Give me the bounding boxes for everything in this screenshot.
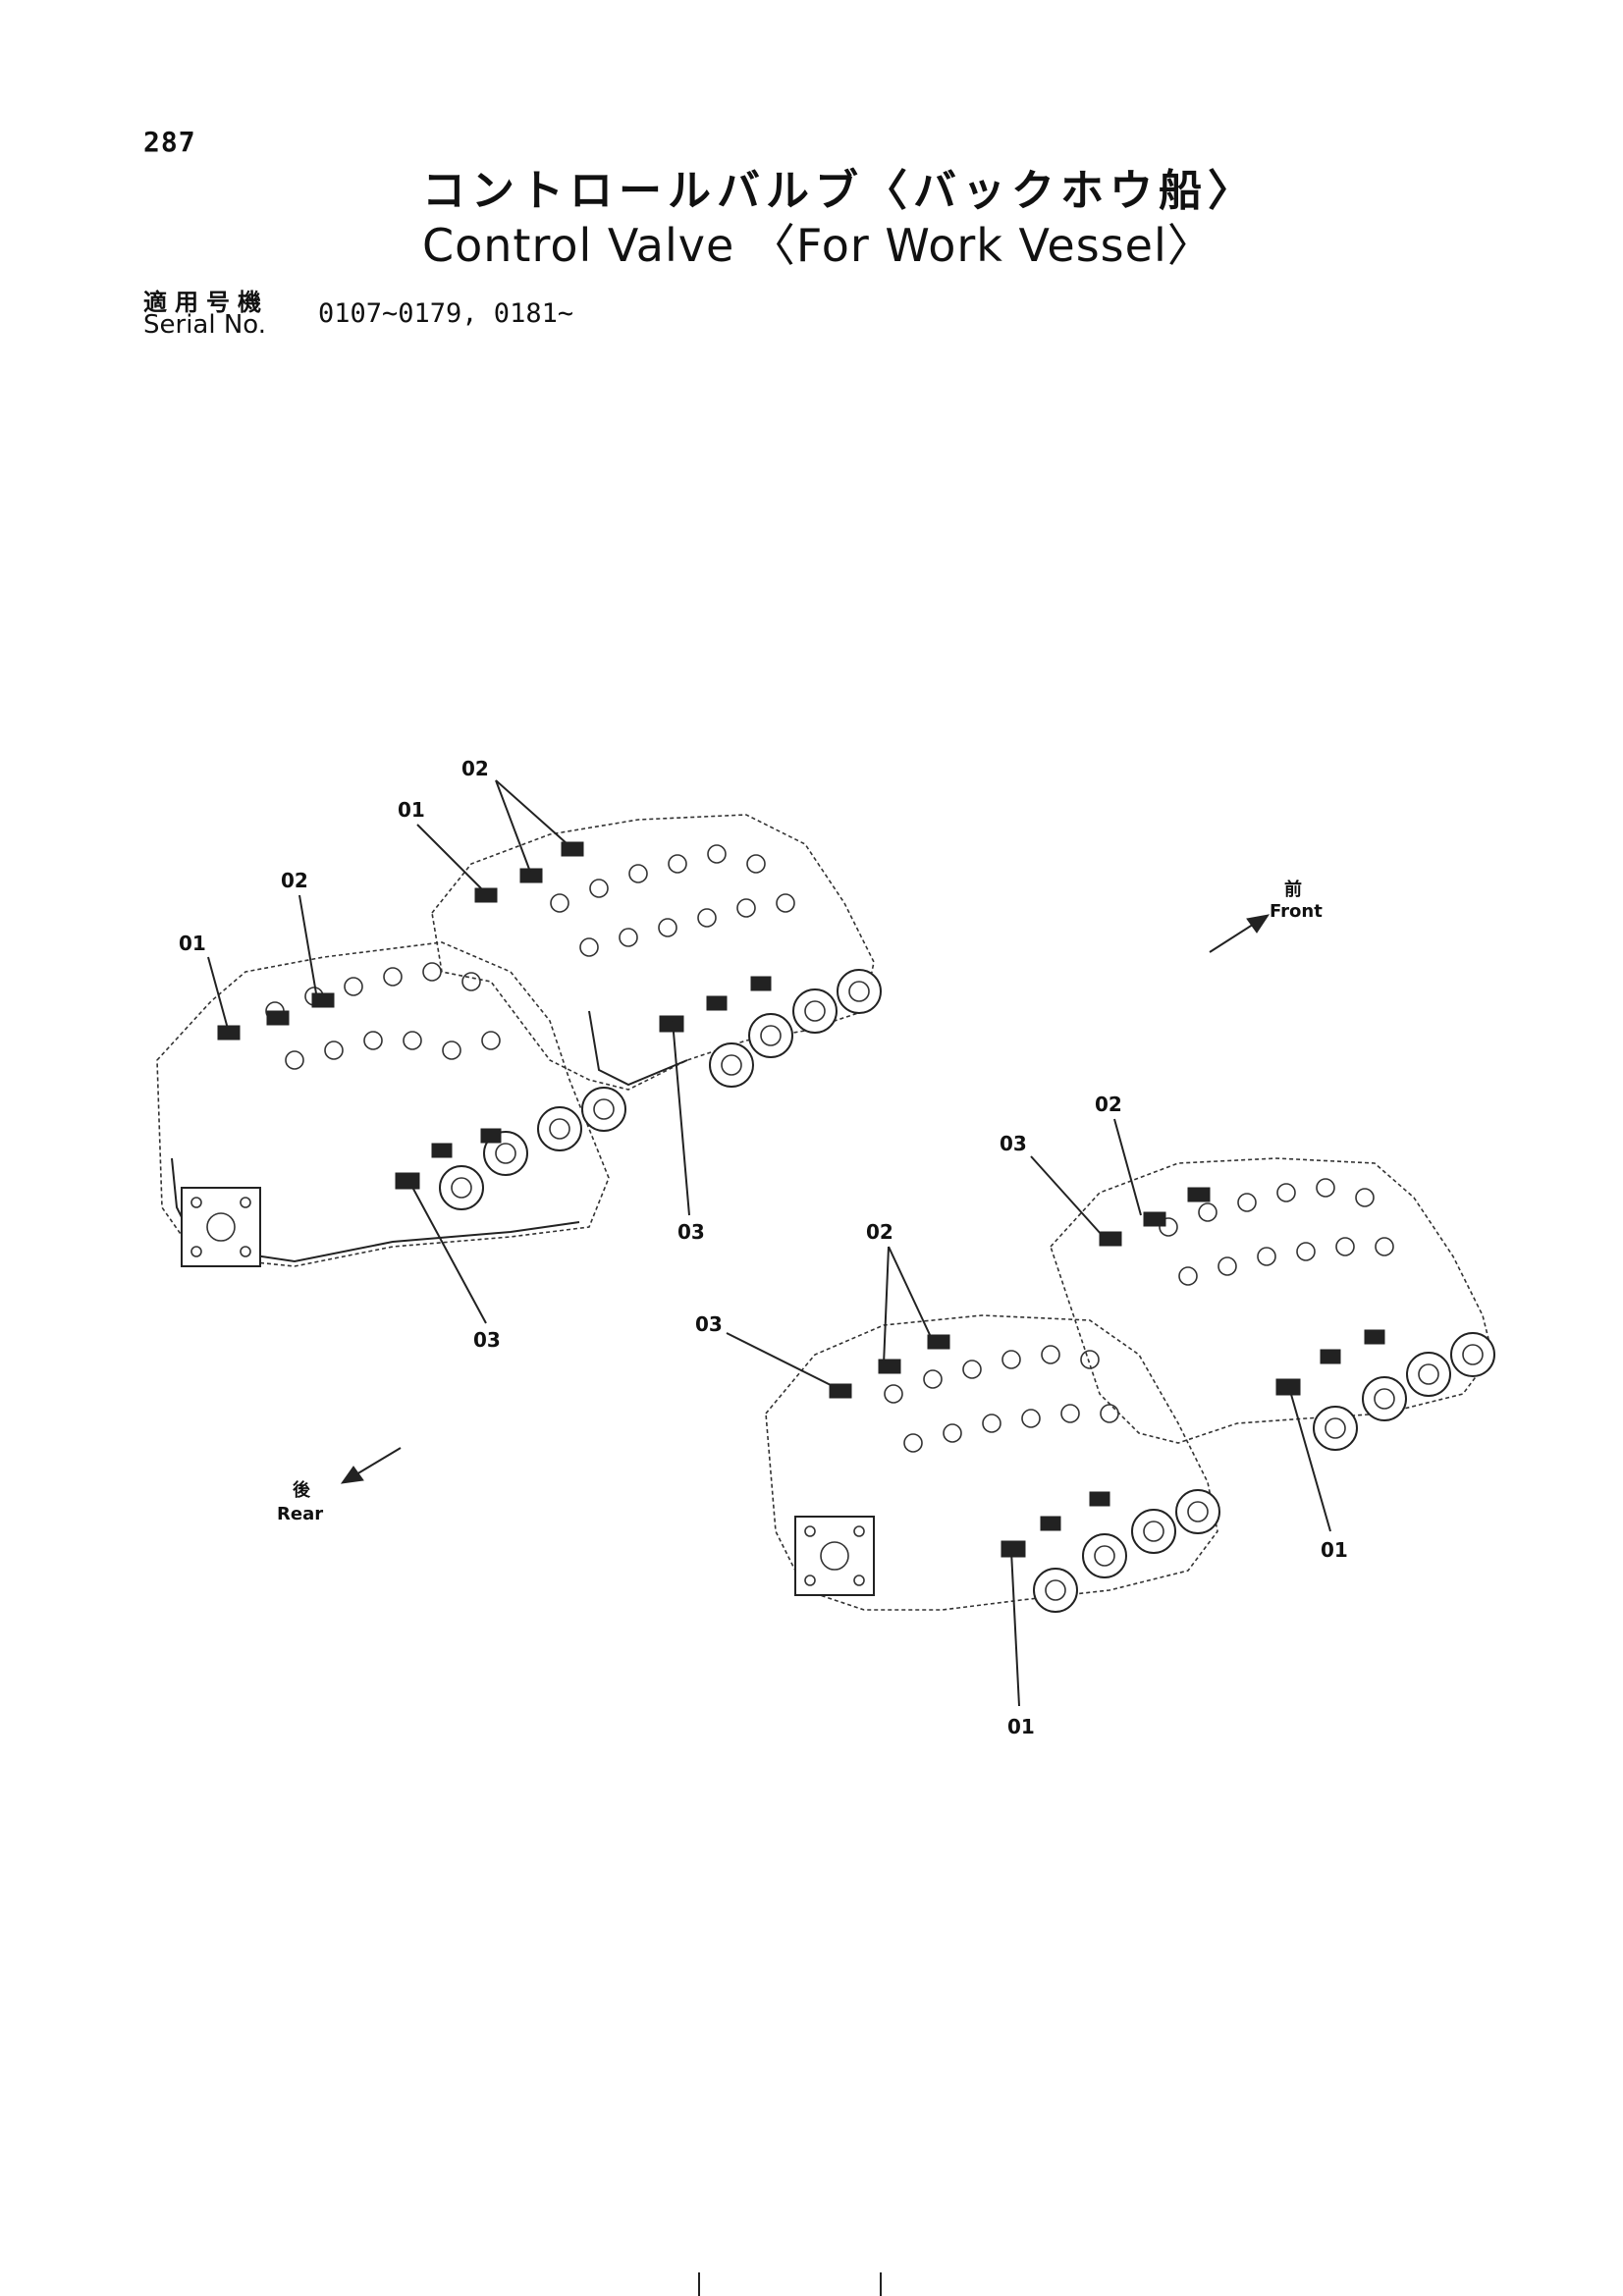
page-number: 287	[143, 126, 196, 158]
callout-labels: 01 02 03 01 02 03 02 03 01 02 03 01	[179, 757, 1348, 1738]
footer-marks	[698, 2272, 882, 2296]
serial-label-japanese: 適用号機	[143, 289, 269, 316]
callout-top-03: 03	[677, 1220, 705, 1244]
callout-left-02: 02	[281, 869, 308, 892]
callout-right-01: 01	[1321, 1538, 1348, 1562]
serial-label-english: Serial No.	[143, 310, 266, 340]
front-label-japanese: 前	[1284, 879, 1302, 900]
fitting-01	[217, 1025, 241, 1041]
fitting-02	[311, 992, 335, 1008]
callout-right-03: 03	[1000, 1132, 1027, 1155]
title-english: Control Valve 〈For Work Vessel〉	[422, 219, 1214, 272]
direction-front: 前 Front	[1209, 879, 1323, 953]
callout-right-02: 02	[1095, 1093, 1122, 1116]
callout-mid-02: 02	[866, 1220, 893, 1244]
front-arrow-icon	[1209, 920, 1260, 953]
valve-assembly-top	[431, 814, 882, 1091]
serial-number-range: 0107∼0179, 0181∼	[318, 298, 574, 329]
rear-label-english: Rear	[277, 1504, 323, 1524]
callout-bottom-01: 01	[1007, 1715, 1035, 1738]
callout-left-03: 03	[473, 1328, 501, 1352]
rear-arrow-icon	[351, 1447, 402, 1478]
callout-top-02: 02	[461, 757, 489, 780]
front-label-english: Front	[1270, 901, 1323, 922]
rear-label-japanese: 後	[293, 1479, 311, 1501]
fitting-03	[395, 1172, 420, 1190]
valve-assembly-left	[156, 941, 626, 1267]
callout-top-01: 01	[398, 798, 425, 822]
valve-assembly-right	[1050, 1157, 1495, 1451]
direction-rear: 後 Rear	[277, 1447, 402, 1524]
valve-assembly-bottom	[765, 1314, 1220, 1613]
callout-left-01: 01	[179, 932, 206, 955]
leader-lines	[207, 779, 1331, 1707]
title-japanese: コントロールバルブ〈バックホウ船〉	[422, 166, 1257, 216]
callout-mid-03: 03	[695, 1312, 723, 1336]
